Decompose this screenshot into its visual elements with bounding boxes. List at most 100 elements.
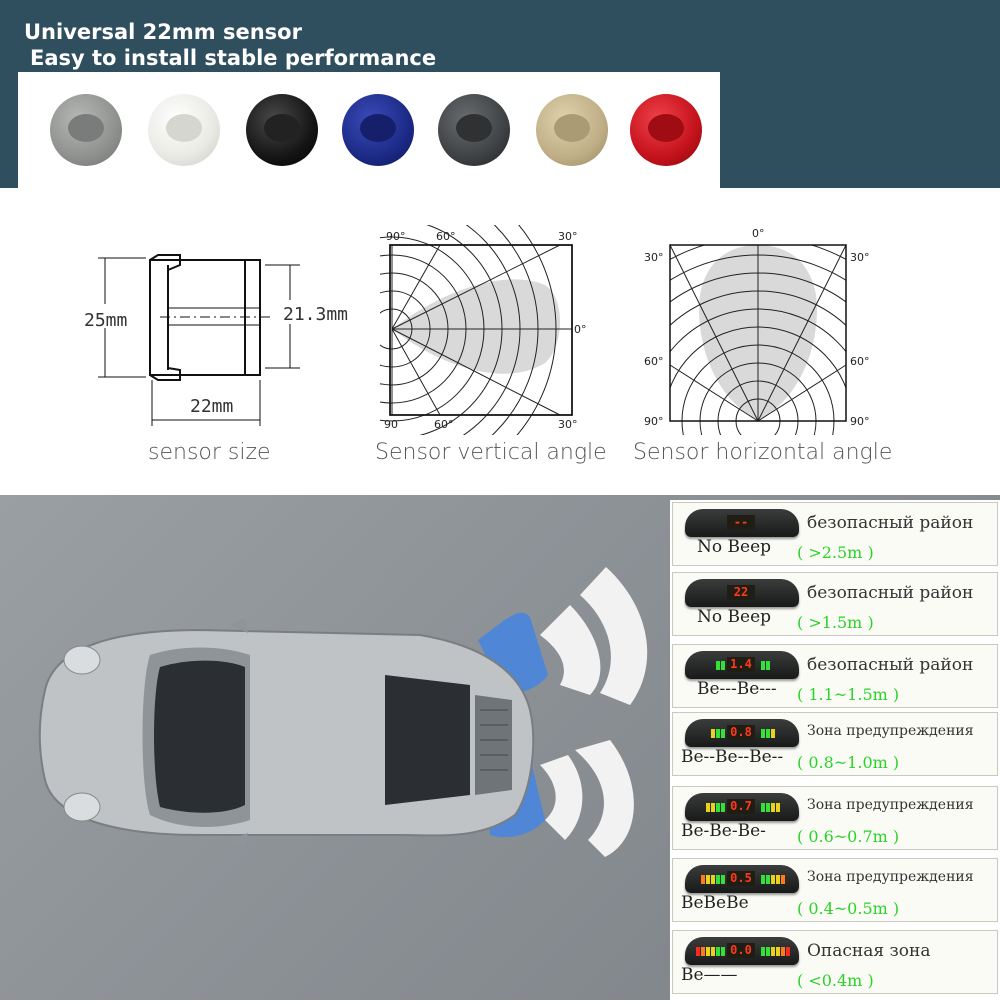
led-bar <box>776 803 780 812</box>
horizontal-label-30-right: 30° <box>850 251 870 264</box>
distance-range: ( 1.1~1.5m ) <box>797 685 900 704</box>
parking-display-icon: 0.5 <box>685 865 799 893</box>
led-bar <box>771 875 775 884</box>
zone-label: Опасная зона <box>807 941 931 961</box>
inner-diameter-label: 21.3mm <box>283 304 348 325</box>
vertical-label-90: 90° <box>386 230 406 243</box>
caption-sensor-size: sensor size <box>148 440 271 465</box>
red-sensor <box>630 94 702 166</box>
vertical-label-30-bottom: 30° <box>558 418 578 431</box>
grey-sensor <box>438 94 510 166</box>
black-sensor <box>246 94 318 166</box>
led-bar <box>761 875 765 884</box>
led-bar <box>771 729 775 738</box>
parking-display-icon: 0.7 <box>685 793 799 821</box>
height-label: 25mm <box>84 310 127 331</box>
led-bar <box>761 661 765 670</box>
caption-horizontal-angle: Sensor horizontal angle <box>633 440 893 465</box>
distance-readout: 22 <box>727 585 755 600</box>
parking-display-icon: 0.8 <box>685 719 799 747</box>
led-bar <box>721 875 725 884</box>
parking-display-icon: -- <box>685 509 799 537</box>
distance-readout: 0.8 <box>727 725 755 740</box>
vertical-angle-diagram: 90° 60° 30° 0° 90 60° 30° <box>380 225 587 435</box>
led-bar <box>706 947 710 956</box>
led-bar <box>716 729 720 738</box>
beep-pattern: Be--Be--Be-- <box>681 747 784 767</box>
vertical-label-60: 60° <box>436 230 456 243</box>
zone-label: безопасный район <box>807 513 974 533</box>
parking-display-icon: 0.0 <box>685 937 799 965</box>
zone-row: -- безопасный район No Beep ( >2.5m ) <box>672 502 998 566</box>
led-bar <box>776 947 780 956</box>
zone-label: Зона предупреждения <box>807 797 974 813</box>
beep-pattern: No Beep <box>697 537 772 557</box>
width-label: 22mm <box>190 396 233 417</box>
parking-display-icon: 1.4 <box>685 651 799 679</box>
zone-row: 22 безопасный район No Beep ( >1.5m ) <box>672 572 998 636</box>
led-bar <box>706 803 710 812</box>
horizontal-label-30-left: 30° <box>644 251 664 264</box>
distance-range: ( 0.6~0.7m ) <box>797 827 900 846</box>
led-bar <box>701 875 705 884</box>
zone-label: Зона предупреждения <box>807 869 974 885</box>
led-bar <box>766 729 770 738</box>
horizontal-angle-diagram: 0° 30° 30° 60° 60° 90° 90° <box>640 225 880 435</box>
led-bar <box>771 947 775 956</box>
zone-label: безопасный район <box>807 655 974 675</box>
sensor-size-diagram: 25mm 21.3mm 22mm <box>82 254 360 426</box>
distance-range: ( 0.8~1.0m ) <box>797 753 900 772</box>
distance-readout: -- <box>727 515 755 530</box>
beep-pattern: Be-Be-Be- <box>681 821 766 841</box>
led-bar <box>721 729 725 738</box>
white-sensor <box>148 94 220 166</box>
caption-vertical-angle: Sensor vertical angle <box>375 440 607 465</box>
beige-sensor <box>536 94 608 166</box>
led-bar <box>716 803 720 812</box>
led-bar <box>761 729 765 738</box>
led-bar <box>766 947 770 956</box>
vertical-label-60-bottom: 60° <box>434 418 454 431</box>
beep-pattern: Be—— <box>681 965 738 985</box>
led-bar <box>716 947 720 956</box>
distance-range: ( >1.5m ) <box>797 613 874 632</box>
beep-pattern: BeBeBe <box>681 893 749 913</box>
blue-sensor <box>342 94 414 166</box>
led-bar <box>761 803 765 812</box>
headline-subtitle: Easy to install stable performance <box>30 46 437 70</box>
led-bar <box>761 947 765 956</box>
vertical-label-0: 0° <box>574 323 587 336</box>
led-bar <box>781 875 785 884</box>
horizontal-label-90-right: 90° <box>850 415 870 428</box>
headline-title: Universal 22mm sensor <box>24 20 302 44</box>
beep-pattern: No Beep <box>697 607 772 627</box>
led-bar <box>716 875 720 884</box>
distance-readout: 0.0 <box>727 943 755 958</box>
led-bar <box>721 661 725 670</box>
distance-range: ( >2.5m ) <box>797 543 874 562</box>
zone-label: безопасный район <box>807 583 974 603</box>
led-bar <box>721 947 725 956</box>
led-bar <box>711 803 715 812</box>
led-bar <box>701 947 705 956</box>
led-bar <box>771 803 775 812</box>
led-bar <box>711 875 715 884</box>
beep-pattern: Be---Be--- <box>697 679 777 699</box>
horizontal-label-0: 0° <box>752 227 765 240</box>
horizontal-label-60-left: 60° <box>644 355 664 368</box>
vertical-label-30: 30° <box>558 230 578 243</box>
led-bar <box>696 947 700 956</box>
led-bar <box>786 947 790 956</box>
horizontal-label-90-left: 90° <box>644 415 664 428</box>
car-illustration <box>38 567 648 857</box>
led-bar <box>721 803 725 812</box>
led-bar <box>766 875 770 884</box>
distance-range: ( <0.4m ) <box>797 971 874 990</box>
parking-display-icon: 22 <box>685 579 799 607</box>
distance-readout: 1.4 <box>727 657 755 672</box>
led-bar <box>776 875 780 884</box>
